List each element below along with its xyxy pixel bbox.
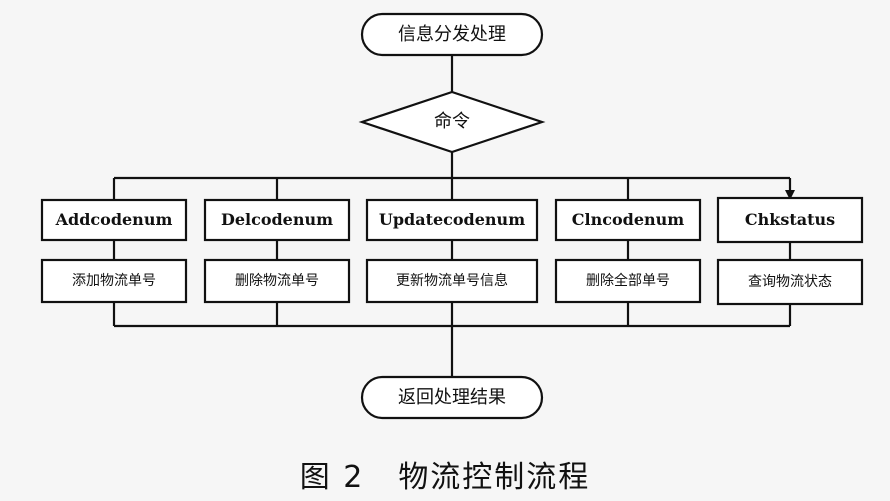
desc-label-chkstatus: 查询物流状态 xyxy=(748,274,832,290)
end-terminal xyxy=(360,375,544,420)
function-box-clncodenum xyxy=(554,198,702,242)
function-box-delcodenum xyxy=(203,198,351,242)
function-box-addcodenum xyxy=(40,198,188,242)
function-label-delcodenum: Delcodenum xyxy=(220,210,334,229)
function-label-updatecodenum: Updatecodenum xyxy=(378,210,526,229)
figure-number: 图 2 xyxy=(299,460,365,495)
desc-label-addcodenum: 添加物流单号 xyxy=(72,273,156,289)
figure-caption: 图 2 物流控制流程 xyxy=(0,452,890,496)
start-terminal-label: 信息分发处理 xyxy=(398,23,506,45)
desc-box-clncodenum xyxy=(554,258,702,304)
function-label-clncodenum: Clncodenum xyxy=(571,210,685,229)
function-label-chkstatus: Chkstatus xyxy=(744,210,836,229)
figure-title: 物流控制流程 xyxy=(398,460,591,495)
function-box-updatecodenum xyxy=(365,198,539,242)
desc-label-clncodenum: 删除全部单号 xyxy=(586,273,670,289)
desc-box-chkstatus xyxy=(716,258,864,306)
desc-label-updatecodenum: 更新物流单号信息 xyxy=(396,273,508,289)
connector-lines xyxy=(112,55,795,377)
desc-box-delcodenum xyxy=(203,258,351,304)
start-terminal xyxy=(360,12,544,57)
desc-label-delcodenum: 删除物流单号 xyxy=(235,273,319,289)
function-label-addcodenum: Addcodenum xyxy=(55,210,173,229)
decision-diamond xyxy=(358,90,546,154)
function-box-chkstatus xyxy=(716,196,864,244)
end-terminal-label: 返回处理结果 xyxy=(398,386,506,408)
desc-box-updatecodenum xyxy=(365,258,539,304)
desc-box-addcodenum xyxy=(40,258,188,304)
decision-label: 命令 xyxy=(434,111,470,132)
